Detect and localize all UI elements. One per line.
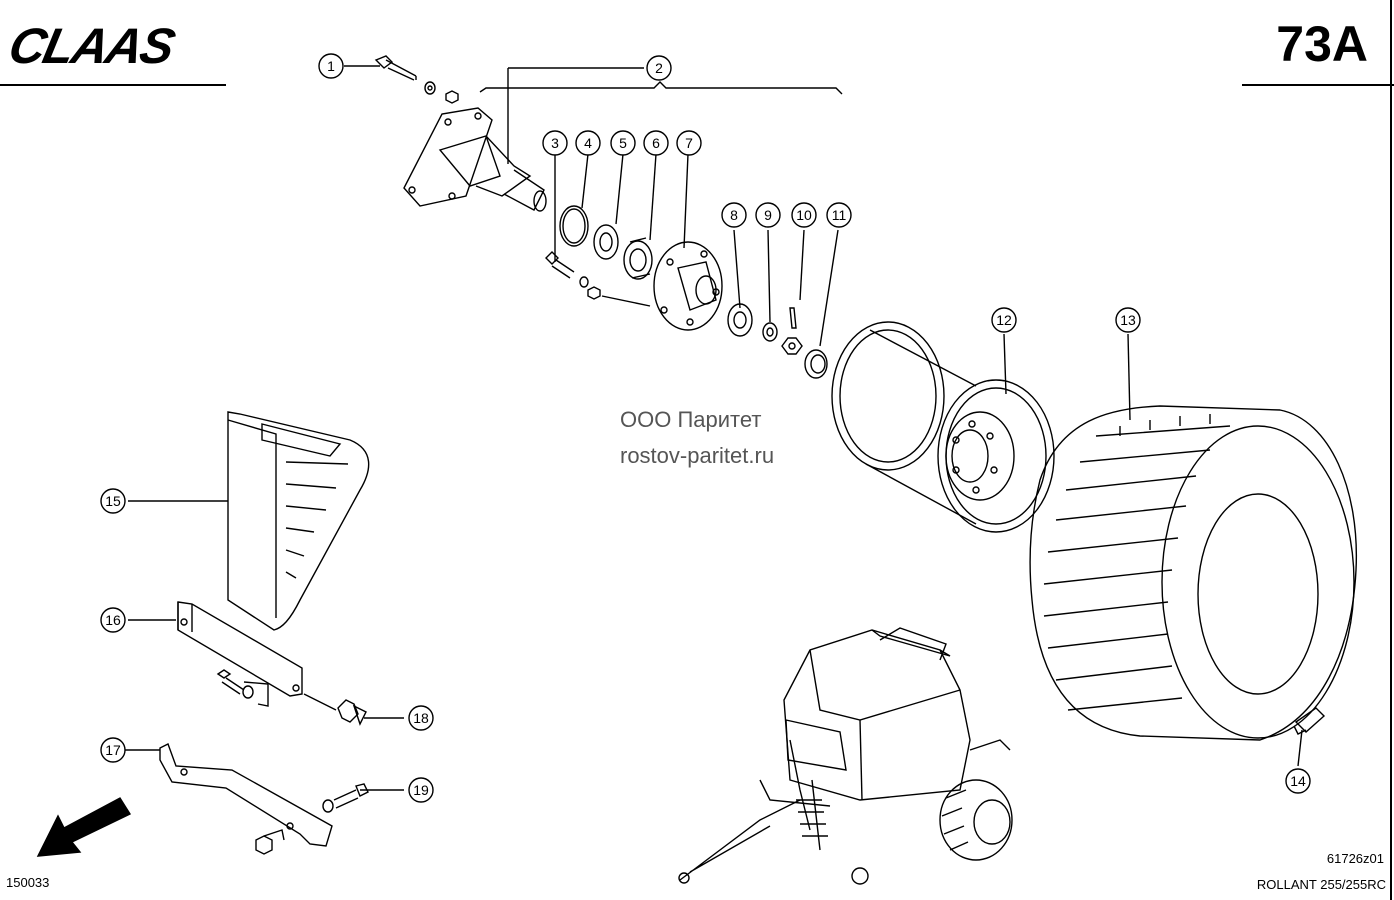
callout-circle-9 [755,202,781,228]
wing-nut-part-18 [303,693,367,726]
leader-lines [112,65,1303,791]
valve-part-14 [1293,707,1326,735]
callout-label-16: 16 [105,612,121,628]
watermark-company: ООО Паритет [620,407,762,432]
callout-circle-15 [100,488,126,514]
callout-label-1: 1 [327,58,335,74]
bolt-part-19 [322,783,369,813]
header-rule-right [1242,84,1394,86]
callout-label-5: 5 [619,135,627,151]
callout-label-11: 11 [832,207,847,223]
callout-label-6: 6 [652,135,660,151]
callout-label-18: 18 [413,710,429,726]
support-arm-part-17 [159,743,333,855]
callout-circle-3 [542,130,568,156]
callout-circle-5 [610,130,636,156]
callout-circle-12 [991,307,1017,333]
tyre-part-13 [1029,405,1358,741]
callout-circle-17 [100,737,126,763]
callout-label-8: 8 [730,207,738,223]
washer-part-9 [762,322,778,342]
callout-label-13: 13 [1120,312,1136,328]
hub-cap-part-11 [804,349,828,379]
callout-label-14: 14 [1290,773,1306,789]
baler-overview-illustration [678,627,1013,885]
bolt-part-1 [374,55,459,104]
header-rule-left [0,84,226,86]
callout-circle-4 [575,130,601,156]
mudguard-part-15 [227,411,370,631]
callout-circle-10 [791,202,817,228]
bearing-part-6 [623,237,653,280]
callout-circle-2 [646,55,672,81]
stub-axle-part-2 [403,107,547,212]
direction-arrow [36,797,132,857]
callout-label-17: 17 [105,742,121,758]
callout-circle-16 [100,607,126,633]
drawing-reference: 61726z01 [1326,851,1384,866]
wheel-rim-part-12 [831,321,1055,533]
callout-circle-11 [826,202,852,228]
callout-label-9: 9 [764,207,772,223]
watermark-site: rostov-paritet.ru [620,443,775,468]
watermark: ООО Паритет rostov-paritet.ru [620,402,774,474]
frame-right-border [1390,0,1392,900]
callout-circle-8 [721,202,747,228]
hub-part-7 [653,241,723,331]
footer-code: 150033 [6,875,50,890]
callout-circle-13 [1115,307,1141,333]
callout-circle-19 [408,777,434,803]
page-code: 73A [1276,16,1368,72]
o-ring-part-4 [559,205,589,247]
callout-label-15: 15 [105,493,121,509]
wheel-stud-part-3 [545,251,575,279]
callout-circle-14 [1285,768,1311,794]
callout-label-19: 19 [413,782,429,798]
callout-label-4: 4 [584,135,592,151]
callout-label-2: 2 [655,60,663,76]
seal-part-5 [593,224,619,260]
callout-label-12: 12 [996,312,1012,328]
callout-circle-7 [676,130,702,156]
callout-label-7: 7 [685,135,693,151]
bearing-part-8 [727,303,753,337]
model-name: ROLLANT 255/255RC [1256,877,1386,892]
callout-circle-18 [408,705,434,731]
callout-circle-1 [318,53,344,79]
callout-label-3: 3 [551,135,559,151]
bracket-part-16 [177,601,303,707]
callout-label-10: 10 [796,207,812,223]
callout-circle-6 [643,130,669,156]
split-pin-part-10 [789,307,797,329]
